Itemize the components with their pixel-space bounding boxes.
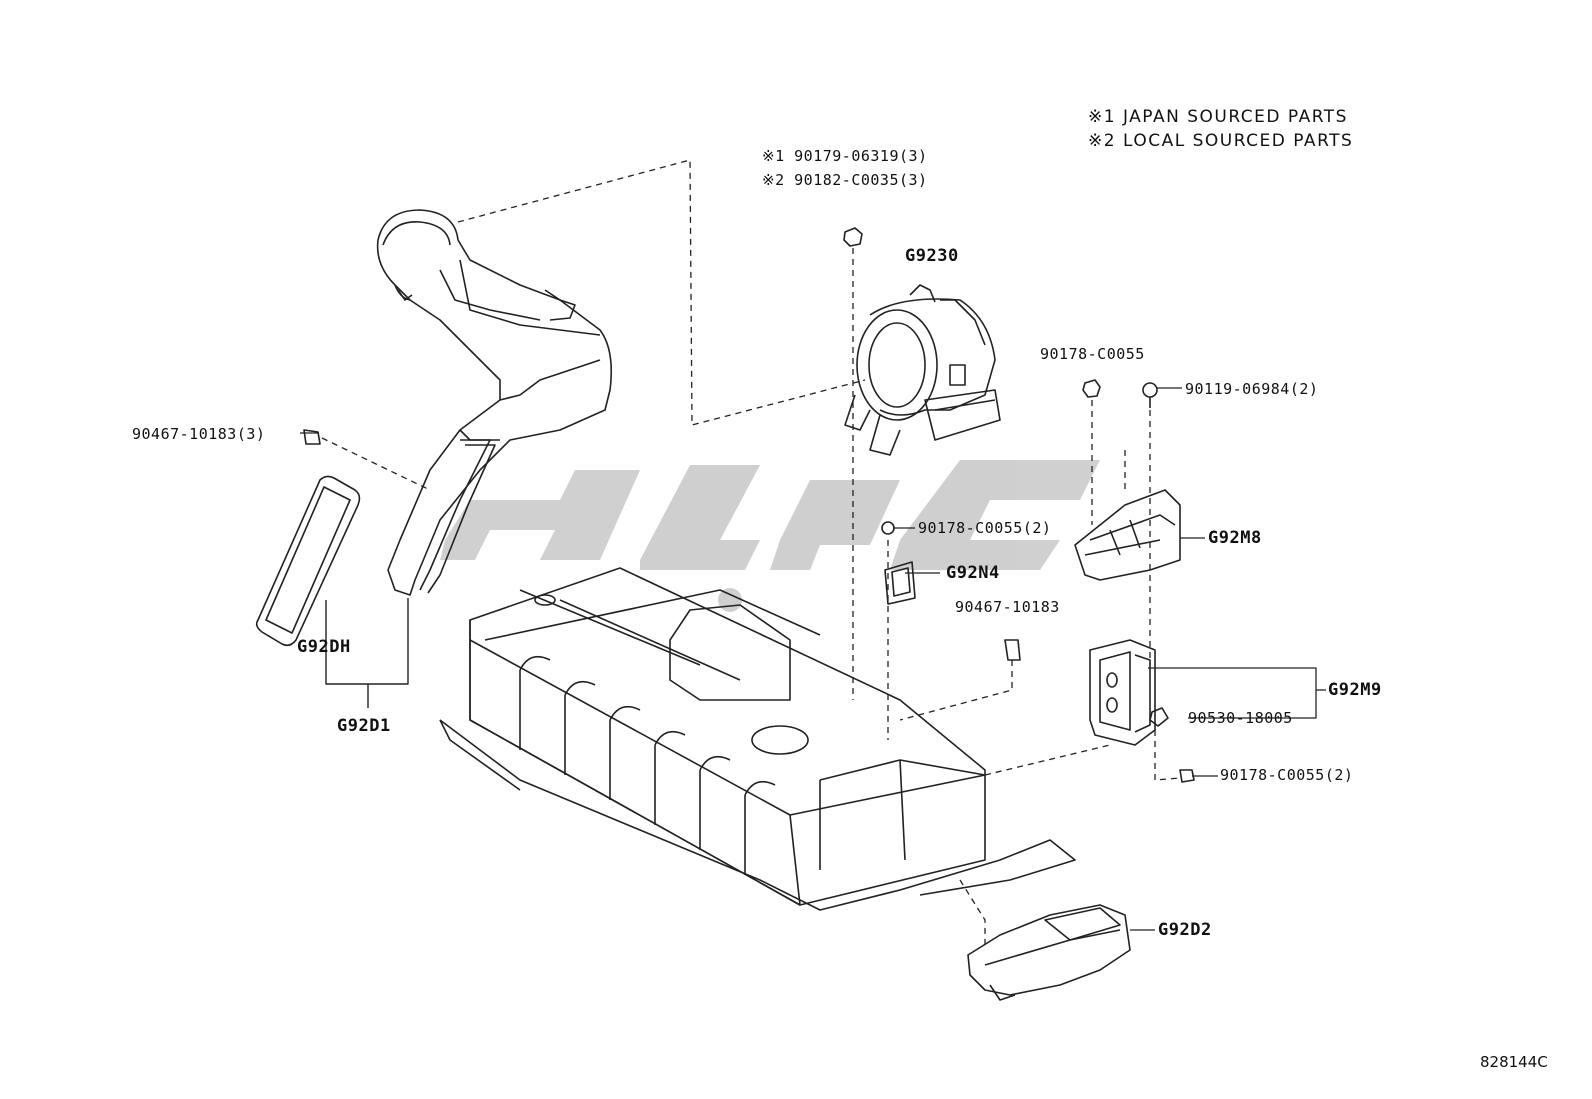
bracket-g92m9: [1089, 639, 1156, 746]
duct-g92d2: [967, 904, 1131, 1001]
label-g92n4: G92N4: [946, 563, 1000, 583]
label-g92m9: G92M9: [1328, 680, 1382, 700]
label-g92d2: G92D2: [1158, 920, 1212, 940]
bracket-g92n4: [884, 561, 916, 605]
label-nut-top: 90178-C0055: [1040, 345, 1145, 363]
label-g92m8: G92M8: [1208, 528, 1262, 548]
label-clip-left: 90467-10183(3): [132, 425, 266, 443]
note-local-sourced: ※2 LOCAL SOURCED PARTS: [1088, 131, 1354, 151]
label-g92d1: G92D1: [337, 716, 391, 736]
blower-g9230: [844, 284, 1001, 456]
label-g92dh: G92DH: [297, 637, 351, 657]
watermark-logo: [440, 460, 1100, 612]
fastener-symbols: [303, 227, 1195, 783]
air-duct-g92d1: [376, 209, 613, 596]
label-bolt-right: 90119-06984(2): [1185, 380, 1319, 398]
bracket-g92m8: [1074, 489, 1181, 581]
label-nut-n4: 90178-C0055(2): [918, 519, 1052, 537]
gasket-g92dh: [255, 475, 361, 647]
battery-pack: [439, 567, 1076, 911]
label-clip-m9: 90530-18005: [1188, 709, 1293, 727]
label-nut-bottom: 90178-C0055(2): [1220, 766, 1354, 784]
leader-g92d1: [325, 598, 409, 708]
note-japan-sourced: ※1 JAPAN SOURCED PARTS: [1088, 107, 1348, 127]
label-clip-mid: 90467-10183: [955, 598, 1060, 616]
label-g9230: G9230: [905, 246, 959, 266]
label-bolt-japan: ※1 90179-06319(3): [762, 147, 928, 165]
dashed-leaders: [321, 159, 1181, 950]
diagram-reference-number: 828144C: [1480, 1053, 1548, 1071]
solid-leaders: [300, 387, 1326, 931]
label-bolt-local: ※2 90182-C0035(3): [762, 171, 928, 189]
